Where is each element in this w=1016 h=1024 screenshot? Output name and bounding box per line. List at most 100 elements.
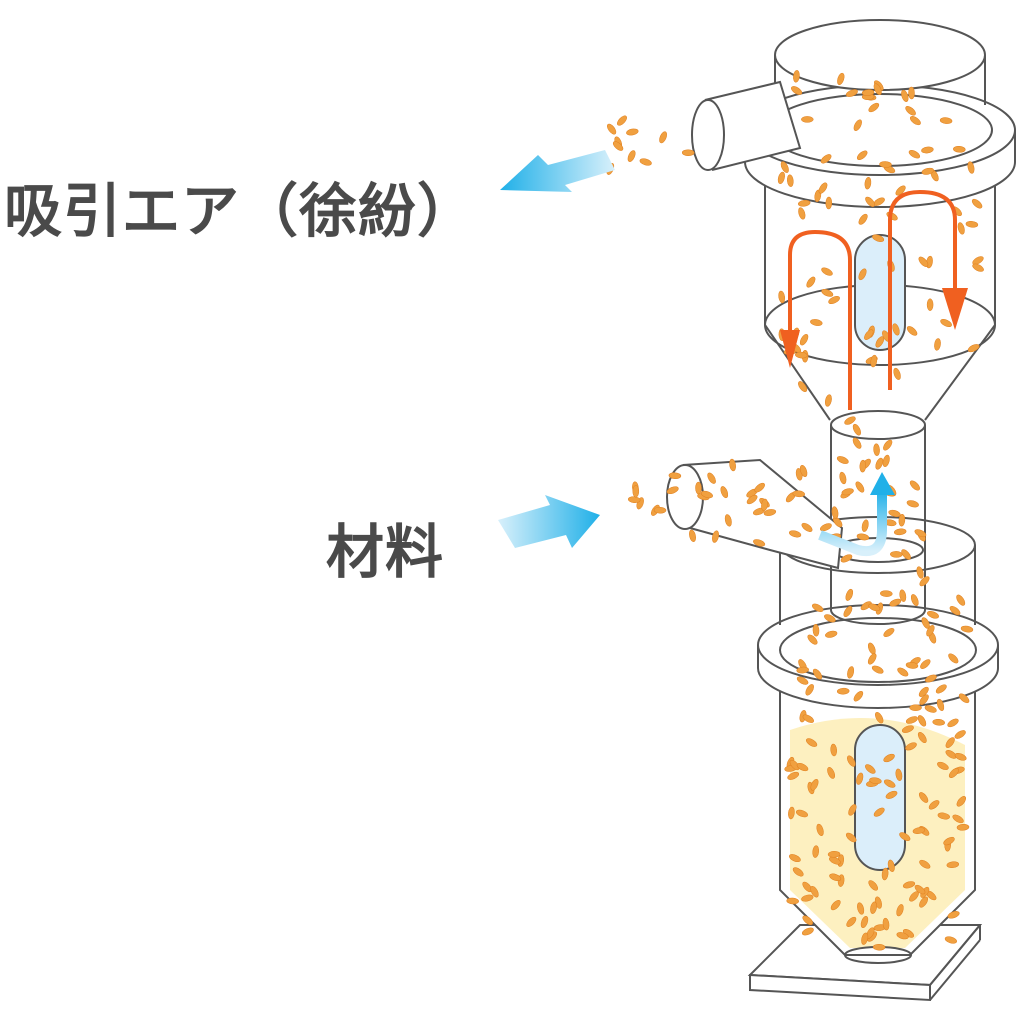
- arrow-up-icon: [870, 472, 895, 495]
- particle: [837, 72, 845, 85]
- particle: [859, 459, 867, 473]
- particle: [896, 932, 909, 940]
- particle: [753, 539, 766, 547]
- particle: [908, 86, 915, 100]
- particle: [919, 694, 929, 705]
- particle: [901, 549, 911, 560]
- particle: [858, 268, 867, 281]
- particle: [627, 496, 641, 503]
- particle: [852, 437, 862, 449]
- particle: [909, 116, 921, 126]
- particle: [802, 915, 813, 926]
- particle: [796, 676, 809, 685]
- particle: [825, 196, 833, 210]
- particle: [905, 106, 916, 116]
- particle: [918, 686, 929, 697]
- particle: [845, 832, 857, 843]
- particle: [864, 176, 872, 190]
- particle: [763, 509, 777, 516]
- particle: [921, 146, 934, 154]
- particle: [943, 836, 955, 846]
- particle: [880, 590, 893, 597]
- particle: [798, 207, 806, 220]
- particle: [897, 667, 909, 677]
- particle: [792, 490, 805, 498]
- particle: [965, 221, 979, 228]
- particle: [681, 149, 695, 156]
- particle: [712, 530, 719, 543]
- particle: [830, 743, 837, 757]
- particle: [845, 588, 854, 601]
- particle: [914, 884, 926, 895]
- particle: [893, 367, 901, 380]
- particle: [754, 482, 765, 493]
- particle: [873, 83, 882, 96]
- particle: [807, 634, 818, 645]
- particle: [954, 730, 966, 739]
- exhaust-pipe: [691, 80, 802, 171]
- material-inlet-arrow-icon: [498, 495, 600, 548]
- particle: [855, 481, 865, 493]
- particle: [883, 779, 896, 788]
- particle: [720, 486, 729, 499]
- particle: [967, 161, 975, 174]
- particle: [926, 298, 934, 311]
- particle: [801, 894, 814, 902]
- particle: [846, 916, 857, 927]
- suction-air-arrow-icon: [500, 150, 615, 192]
- particle: [746, 494, 758, 505]
- particle: [869, 777, 882, 785]
- particle: [729, 458, 736, 472]
- particle: [796, 763, 809, 772]
- particle: [812, 668, 823, 680]
- particle: [917, 715, 927, 727]
- particles: [606, 70, 984, 951]
- particle: [928, 800, 940, 810]
- particle: [901, 89, 909, 102]
- particle: [967, 344, 980, 353]
- particle: [902, 881, 916, 889]
- particle: [889, 598, 902, 607]
- particle: [858, 213, 868, 225]
- particle: [653, 506, 667, 514]
- particle: [865, 764, 876, 774]
- particle: [806, 738, 818, 747]
- particle: [627, 150, 636, 162]
- particle: [899, 832, 911, 841]
- particle: [795, 351, 808, 359]
- particle: [689, 529, 696, 542]
- particle: [607, 123, 617, 135]
- particle: [890, 551, 903, 558]
- particle: [812, 603, 824, 612]
- particle: [917, 731, 927, 744]
- particle: [883, 439, 893, 451]
- particle: [787, 771, 800, 780]
- particle: [905, 742, 917, 751]
- particle: [960, 625, 974, 633]
- particle: [924, 705, 937, 713]
- particle: [905, 716, 918, 724]
- material-label: 材料: [326, 518, 445, 586]
- particle: [824, 614, 836, 623]
- particle: [905, 662, 919, 669]
- particle: [865, 196, 875, 207]
- particle: [927, 611, 939, 619]
- particle: [899, 589, 907, 602]
- particle: [856, 150, 868, 161]
- particle: [937, 761, 949, 770]
- particle: [632, 485, 640, 498]
- particle: [792, 867, 804, 877]
- particle: [948, 653, 959, 664]
- particle: [883, 628, 895, 637]
- particle: [829, 873, 842, 882]
- particle: [918, 256, 929, 267]
- particle: [612, 141, 624, 151]
- particle: [839, 471, 847, 485]
- particle: [861, 932, 869, 945]
- arrow-down-icon: [780, 330, 800, 368]
- particle: [836, 687, 850, 695]
- particle: [845, 89, 858, 97]
- particle: [883, 753, 895, 763]
- particle: [895, 185, 906, 196]
